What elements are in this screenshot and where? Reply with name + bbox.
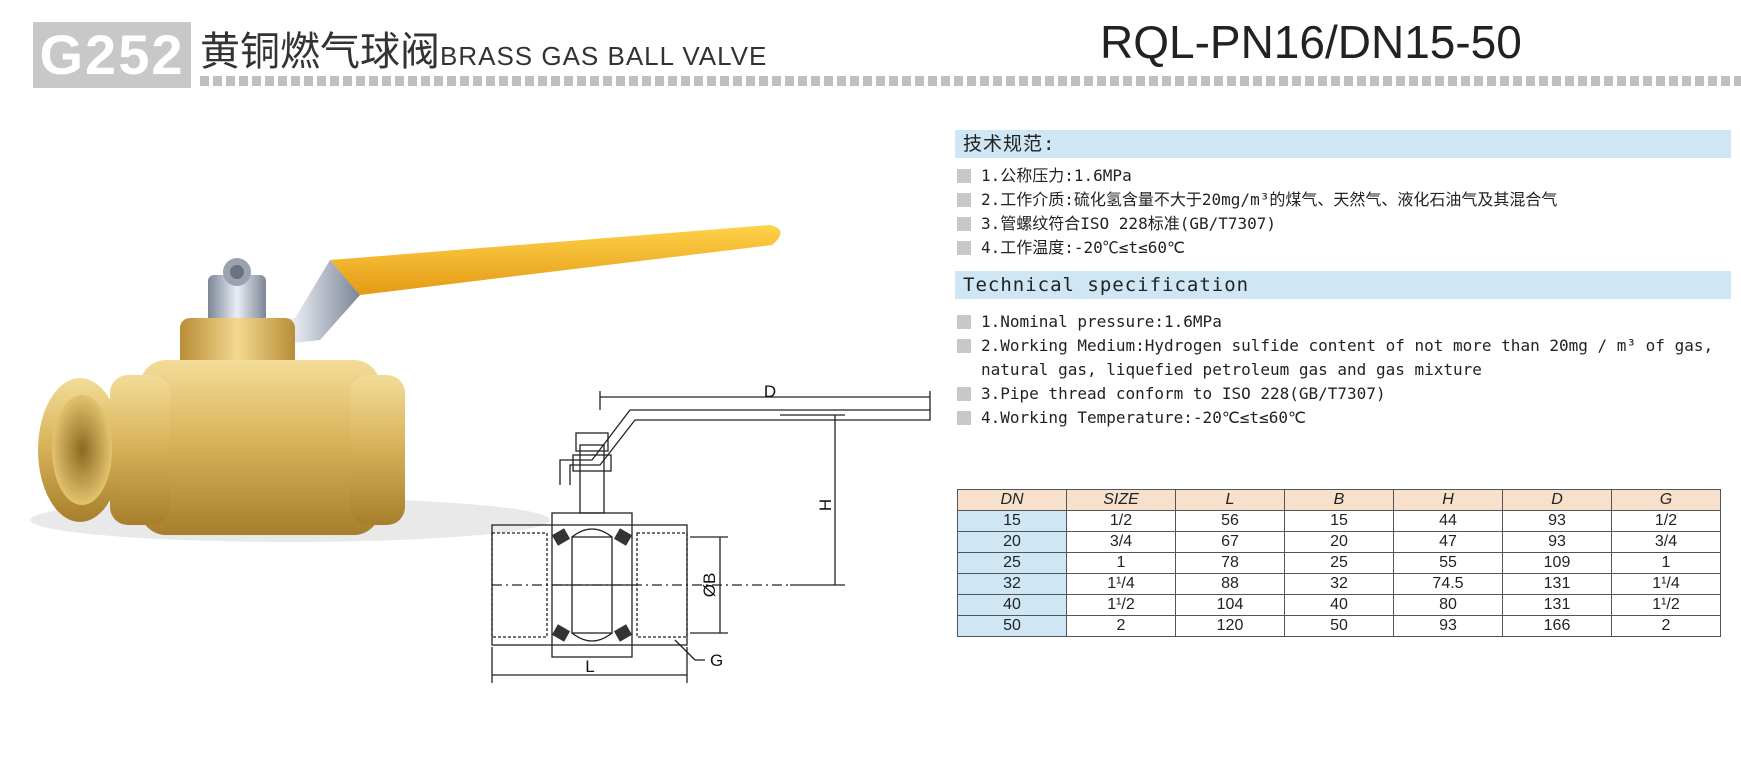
table-cell: 32 xyxy=(957,573,1067,595)
dotted-divider xyxy=(200,76,1741,86)
table-cell: 15 xyxy=(1284,510,1394,532)
col-header-l: L xyxy=(1175,489,1285,511)
table-cell: 78 xyxy=(1175,552,1285,574)
table-cell: 131 xyxy=(1502,573,1612,595)
table-row: 50 2 120 50 93 166 2 xyxy=(957,615,1721,637)
col-header-h: H xyxy=(1393,489,1503,511)
table-cell: 25 xyxy=(1284,552,1394,574)
table-cell: 20 xyxy=(957,531,1067,553)
table-cell: 44 xyxy=(1393,510,1503,532)
table-row: 15 1/2 56 15 44 93 1/2 xyxy=(957,510,1721,532)
label-h: H xyxy=(816,499,835,511)
table-cell: 93 xyxy=(1502,531,1612,553)
table-cell: 88 xyxy=(1175,573,1285,595)
bullet-icon xyxy=(957,241,971,255)
table-cell: 55 xyxy=(1393,552,1503,574)
table-cell: 50 xyxy=(1284,615,1394,637)
product-title-cn: 黄铜燃气球阀 xyxy=(200,29,440,75)
table-cell: 3/4 xyxy=(1066,531,1176,553)
table-cell: 166 xyxy=(1502,615,1612,637)
table-cell: 25 xyxy=(957,552,1067,574)
spec-cn-list: 1.公称压力:1.6MPa 2.工作介质:硫化氢含量不大于20mg/m³的煤气、… xyxy=(955,164,1735,260)
bullet-icon xyxy=(957,193,971,207)
table-cell: 50 xyxy=(957,615,1067,637)
table-cell: 1¹/4 xyxy=(1066,573,1176,595)
product-code: G252 xyxy=(33,22,191,88)
table-row: 40 1¹/2 104 40 80 131 1¹/2 xyxy=(957,594,1721,616)
table-cell: 1¹/2 xyxy=(1611,594,1721,616)
col-header-g: G xyxy=(1611,489,1721,511)
label-b: ØB xyxy=(700,573,719,598)
spec-cn-title: 技术规范: xyxy=(955,130,1731,158)
table-cell: 104 xyxy=(1175,594,1285,616)
table-cell: 47 xyxy=(1393,531,1503,553)
table-cell: 1/2 xyxy=(1611,510,1721,532)
table-cell: 67 xyxy=(1175,531,1285,553)
bullet-icon xyxy=(957,339,971,353)
list-item: 1.公称压力:1.6MPa xyxy=(955,164,1735,188)
table-cell: 120 xyxy=(1175,615,1285,637)
dimension-table: DN SIZE L B H D G 15 1/2 56 15 44 93 1/2… xyxy=(957,489,1721,637)
bullet-icon xyxy=(957,169,971,183)
col-header-d: D xyxy=(1502,489,1612,511)
table-cell: 3/4 xyxy=(1611,531,1721,553)
table-cell: 74.5 xyxy=(1393,573,1503,595)
list-item: 4.工作温度:-20℃≤t≤60℃ xyxy=(955,236,1735,260)
list-item: 3.管螺纹符合ISO 228标准(GB/T7307) xyxy=(955,212,1735,236)
table-cell: 80 xyxy=(1393,594,1503,616)
table-cell: 40 xyxy=(957,594,1067,616)
table-cell: 1/2 xyxy=(1066,510,1176,532)
list-item: 1.Nominal pressure:1.6MPa xyxy=(955,310,1735,334)
product-title-en: BRASS GAS BALL VALVE xyxy=(440,41,768,71)
table-cell: 2 xyxy=(1611,615,1721,637)
col-header-dn: DN xyxy=(957,489,1067,511)
list-item: 2.工作介质:硫化氢含量不大于20mg/m³的煤气、天然气、液化石油气及其混合气 xyxy=(955,188,1735,212)
spec-en-list: 1.Nominal pressure:1.6MPa 2.Working Medi… xyxy=(955,310,1735,430)
table-header-row: DN SIZE L B H D G xyxy=(957,489,1721,511)
table-cell: 1¹/2 xyxy=(1066,594,1176,616)
model-number: RQL-PN16/DN15-50 xyxy=(1100,16,1522,68)
table-cell: 15 xyxy=(957,510,1067,532)
bullet-icon xyxy=(957,411,971,425)
table-cell: 1 xyxy=(1066,552,1176,574)
spec-en-title: Technical specification xyxy=(955,271,1731,299)
table-row: 20 3/4 67 20 47 93 3/4 xyxy=(957,531,1721,553)
label-g: G xyxy=(710,651,723,670)
label-d: D xyxy=(764,385,776,401)
table-cell: 56 xyxy=(1175,510,1285,532)
dimension-drawing: D H ØB G L xyxy=(491,385,931,683)
table-row: 25 1 78 25 55 109 1 xyxy=(957,552,1721,574)
list-item: 2.Working Medium:Hydrogen sulfide conten… xyxy=(955,334,1735,382)
table-cell: 109 xyxy=(1502,552,1612,574)
bullet-icon xyxy=(957,217,971,231)
table-cell: 93 xyxy=(1393,615,1503,637)
table-cell: 1¹/4 xyxy=(1611,573,1721,595)
table-cell: 1 xyxy=(1611,552,1721,574)
list-item: 4.Working Temperature:-20℃≤t≤60℃ xyxy=(955,406,1735,430)
col-header-b: B xyxy=(1284,489,1394,511)
bullet-icon xyxy=(957,387,971,401)
table-cell: 32 xyxy=(1284,573,1394,595)
bullet-icon xyxy=(957,315,971,329)
valve-photo xyxy=(30,225,781,542)
table-row: 32 1¹/4 88 32 74.5 131 1¹/4 xyxy=(957,573,1721,595)
col-header-size: SIZE xyxy=(1066,489,1176,511)
label-l: L xyxy=(585,657,594,676)
table-cell: 40 xyxy=(1284,594,1394,616)
table-cell: 131 xyxy=(1502,594,1612,616)
table-cell: 20 xyxy=(1284,531,1394,553)
list-item: 3.Pipe thread conform to ISO 228(GB/T730… xyxy=(955,382,1735,406)
table-cell: 2 xyxy=(1066,615,1176,637)
table-cell: 93 xyxy=(1502,510,1612,532)
handle xyxy=(330,225,781,295)
